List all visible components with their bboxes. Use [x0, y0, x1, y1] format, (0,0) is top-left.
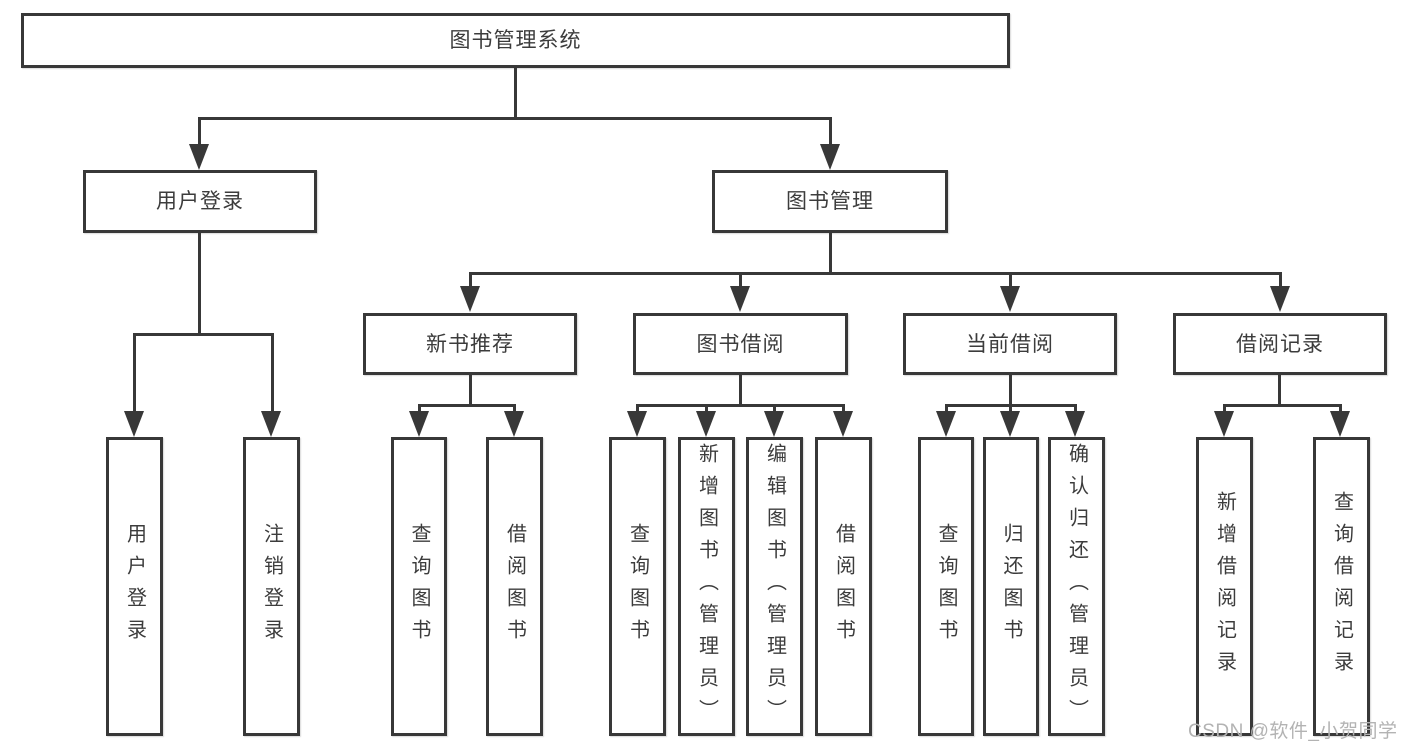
arrow-down-icon — [820, 144, 840, 170]
arrow-down-icon — [1330, 411, 1350, 437]
arrow-down-icon — [764, 411, 784, 437]
connector — [739, 272, 742, 288]
arrow-down-icon — [833, 411, 853, 437]
connector — [198, 233, 201, 336]
connector — [739, 375, 742, 407]
node-query-books-current: 查询图书 — [918, 437, 974, 736]
connector — [945, 404, 948, 413]
node-new-book-recommend: 新书推荐 — [363, 313, 577, 375]
node-borrow-books-recommend: 借阅图书 — [486, 437, 543, 736]
arrow-down-icon — [460, 286, 480, 312]
node-user-login-label: 用户登录 — [156, 190, 244, 213]
node-user-login-leaf-label: 用户登录 — [123, 522, 146, 651]
node-add-borrow-record-label: 新增借阅记录 — [1213, 490, 1236, 683]
arrow-down-icon — [936, 411, 956, 437]
arrow-down-icon — [189, 144, 209, 170]
arrow-down-icon — [1000, 286, 1020, 312]
arrow-down-icon — [1000, 411, 1020, 437]
arrow-down-icon — [1214, 411, 1234, 437]
node-current-borrowing-label: 当前借阅 — [966, 332, 1054, 356]
connector — [1279, 272, 1282, 288]
node-current-borrowing: 当前借阅 — [903, 313, 1117, 375]
arrow-down-icon — [409, 411, 429, 437]
connector — [1009, 272, 1012, 288]
node-query-books-current-label: 查询图书 — [935, 522, 957, 651]
connector — [829, 117, 832, 146]
node-logout: 注销登录 — [243, 437, 300, 736]
connector — [133, 333, 136, 414]
node-new-book-recommend-label: 新书推荐 — [426, 332, 514, 356]
node-return-book-label: 归还图书 — [1000, 522, 1022, 651]
connector — [1223, 404, 1226, 413]
node-query-borrow-record-label: 查询借阅记录 — [1330, 490, 1353, 683]
connector — [198, 117, 201, 146]
connector — [705, 404, 708, 413]
connector — [469, 272, 1281, 275]
connector — [842, 404, 845, 413]
connector — [198, 117, 832, 120]
node-query-books-recommend-label: 查询图书 — [408, 522, 430, 651]
node-book-management-label: 图书管理 — [786, 190, 874, 213]
connector — [829, 233, 832, 275]
arrow-down-icon — [627, 411, 647, 437]
connector — [514, 68, 517, 118]
arrow-down-icon — [261, 411, 281, 437]
node-library-system: 图书管理系统 — [21, 13, 1010, 68]
arrow-down-icon — [730, 286, 750, 312]
connector — [1074, 404, 1077, 413]
connector — [513, 404, 516, 413]
connector — [1339, 404, 1342, 413]
node-return-book: 归还图书 — [983, 437, 1039, 736]
connector — [418, 404, 516, 407]
node-query-books-recommend: 查询图书 — [391, 437, 447, 736]
node-book-borrowing: 图书借阅 — [633, 313, 848, 375]
connector — [1223, 404, 1342, 407]
node-confirm-return-admin-label: 确认归还（管理员） — [1065, 442, 1088, 731]
connector — [1009, 375, 1012, 407]
node-confirm-return-admin: 确认归还（管理员） — [1048, 437, 1105, 736]
node-edit-book-admin: 编辑图书（管理员） — [746, 437, 803, 736]
connector — [133, 333, 274, 336]
node-book-borrowing-label: 图书借阅 — [696, 332, 785, 356]
connector — [773, 404, 776, 413]
arrow-down-icon — [504, 411, 524, 437]
connector — [271, 333, 274, 414]
node-add-book-admin-label: 新增图书（管理员） — [695, 442, 718, 731]
node-query-books-borrowing: 查询图书 — [609, 437, 666, 736]
connector — [1009, 404, 1012, 413]
node-library-system-label: 图书管理系统 — [449, 29, 582, 52]
node-logout-label: 注销登录 — [260, 522, 283, 651]
node-query-borrow-record: 查询借阅记录 — [1313, 437, 1370, 736]
connector — [469, 272, 472, 288]
node-user-login-leaf: 用户登录 — [106, 437, 163, 736]
arrow-down-icon — [1270, 286, 1290, 312]
node-borrowing-records-label: 借阅记录 — [1236, 332, 1324, 356]
node-book-management: 图书管理 — [712, 170, 948, 233]
node-add-borrow-record: 新增借阅记录 — [1196, 437, 1253, 736]
node-edit-book-admin-label: 编辑图书（管理员） — [763, 442, 786, 731]
node-borrow-books-borrowing-label: 借阅图书 — [832, 522, 855, 651]
watermark: CSDN @软件_小贺同学 — [1188, 721, 1398, 742]
arrow-down-icon — [696, 411, 716, 437]
connector — [418, 404, 421, 413]
node-borrow-books-recommend-label: 借阅图书 — [503, 522, 526, 651]
node-borrow-books-borrowing: 借阅图书 — [815, 437, 872, 736]
arrow-down-icon — [124, 411, 144, 437]
node-query-books-borrowing-label: 查询图书 — [626, 522, 649, 651]
connector — [636, 404, 844, 407]
arrow-down-icon — [1065, 411, 1085, 437]
connector — [469, 375, 472, 407]
connector — [1278, 375, 1281, 407]
node-user-login: 用户登录 — [83, 170, 317, 233]
node-add-book-admin: 新增图书（管理员） — [678, 437, 735, 736]
connector — [636, 404, 639, 413]
node-borrowing-records: 借阅记录 — [1173, 313, 1387, 375]
